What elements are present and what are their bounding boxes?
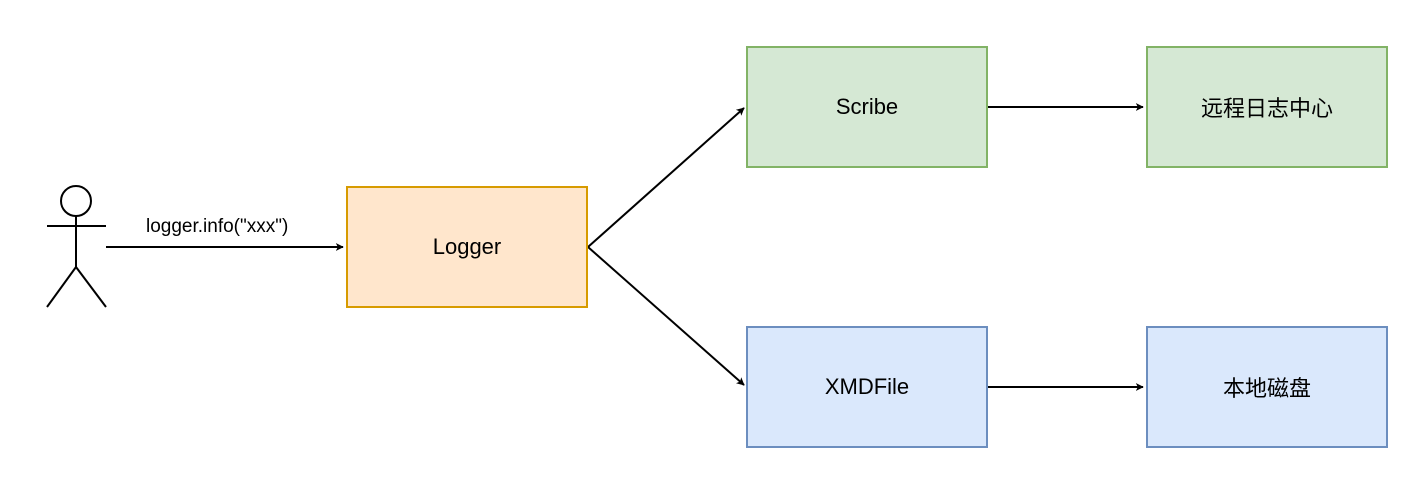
edge-logger-to-scribe bbox=[587, 107, 745, 248]
remote-log-center-node-label: 远程日志中心 bbox=[1200, 96, 1333, 121]
local-disk-node[interactable]: 本地磁盘 bbox=[1146, 326, 1388, 448]
logger-node-label: Logger bbox=[432, 234, 502, 259]
scribe-node-label: Scribe bbox=[835, 94, 899, 119]
logger-node[interactable]: Logger bbox=[346, 186, 588, 308]
xmdfile-node-label: XMDFile bbox=[824, 374, 910, 399]
remote-log-center-node[interactable]: 远程日志中心 bbox=[1146, 46, 1388, 168]
actor-icon bbox=[46, 185, 107, 308]
xmdfile-node[interactable]: XMDFile bbox=[746, 326, 988, 448]
edge-label-logger-info: logger.info("xxx") bbox=[146, 216, 289, 238]
local-disk-node-label: 本地磁盘 bbox=[1222, 376, 1311, 401]
edge-logger-to-xmdfile bbox=[587, 246, 745, 386]
scribe-node[interactable]: Scribe bbox=[746, 46, 988, 168]
